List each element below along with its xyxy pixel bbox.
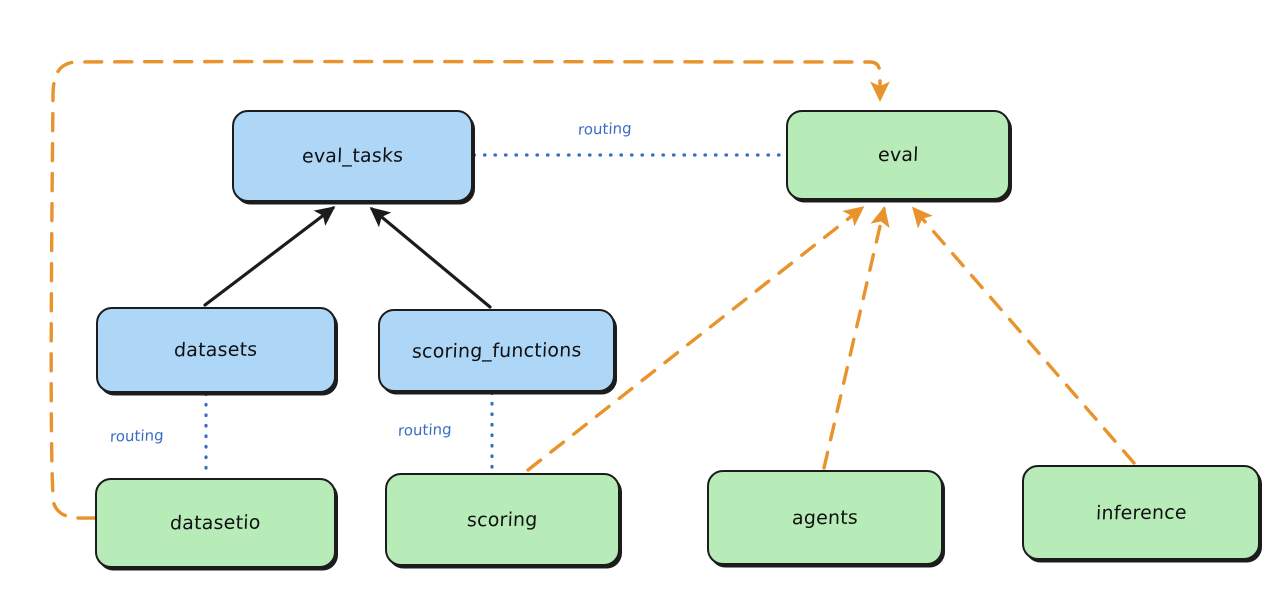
edge-datasetio-to-eval [49, 59, 890, 520]
node-label: datasets [173, 338, 259, 362]
node-agents[interactable]: agents [707, 470, 943, 565]
node-label: scoring_functions [411, 338, 582, 363]
edge-scoring-to-eval [526, 206, 865, 472]
node-label: eval_tasks [301, 144, 404, 168]
edge-inference-to-eval [911, 206, 1136, 465]
edge-label-routing-scoring_functions-scoring: routing [397, 420, 453, 440]
node-label: eval [877, 143, 919, 167]
edge-datasets-to-eval_tasks [203, 206, 336, 307]
node-eval[interactable]: eval [786, 110, 1010, 200]
node-scoring_functions[interactable]: scoring_functions [378, 309, 615, 392]
edge-label-routing-datasets-datasetio: routing [109, 426, 165, 446]
node-eval_tasks[interactable]: eval_tasks [232, 110, 473, 202]
node-datasets[interactable]: datasets [96, 307, 336, 393]
edge-label-routing-eval_tasks-eval: routing [577, 119, 633, 139]
node-label: agents [791, 506, 859, 529]
node-label: scoring [466, 508, 539, 531]
edge-scoring_functions-to-eval_tasks [369, 207, 492, 309]
node-label: datasetio [169, 511, 262, 535]
node-datasetio[interactable]: datasetio [95, 478, 336, 568]
node-scoring[interactable]: scoring [385, 473, 620, 566]
node-inference[interactable]: inference [1022, 465, 1260, 560]
edge-agents-to-eval [822, 206, 890, 470]
node-label: inference [1095, 501, 1187, 524]
